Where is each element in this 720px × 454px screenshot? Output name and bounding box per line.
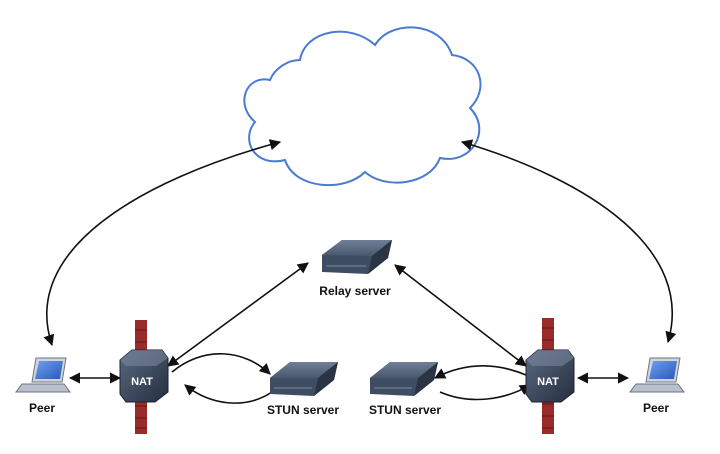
stun-server-right-label: STUN server — [369, 403, 441, 417]
peer-right-label: Peer — [643, 401, 669, 415]
relay-server-icon — [322, 240, 392, 274]
stun-nat-right-response — [439, 384, 531, 401]
laptop-left-icon — [15, 357, 71, 393]
nat-right-label: NAT — [537, 376, 559, 388]
peer-right-cloud-connection — [460, 139, 677, 344]
nat-left-device: NAT — [119, 349, 169, 403]
peer-left-label: Peer — [29, 401, 55, 415]
connection-lines — [43, 139, 677, 404]
nat-right-stun-request — [434, 365, 527, 379]
relay-server-label: Relay server — [319, 284, 391, 298]
stun-server-right-icon — [370, 362, 438, 396]
nat-left-relay-connection — [167, 262, 309, 367]
nat-right-device: NAT — [525, 349, 575, 403]
nat-left-label: NAT — [131, 376, 153, 388]
relay-nat-right-connection — [394, 264, 527, 367]
stun-server-left-label: STUN server — [267, 403, 339, 417]
stun-server-left-icon — [270, 362, 338, 396]
stun-nat-left-response — [184, 384, 273, 404]
internet-cloud-icon — [243, 26, 482, 187]
laptop-right-icon — [629, 357, 685, 393]
nat-left-stun-request — [171, 352, 271, 375]
peer-left-cloud-connection — [43, 139, 282, 347]
